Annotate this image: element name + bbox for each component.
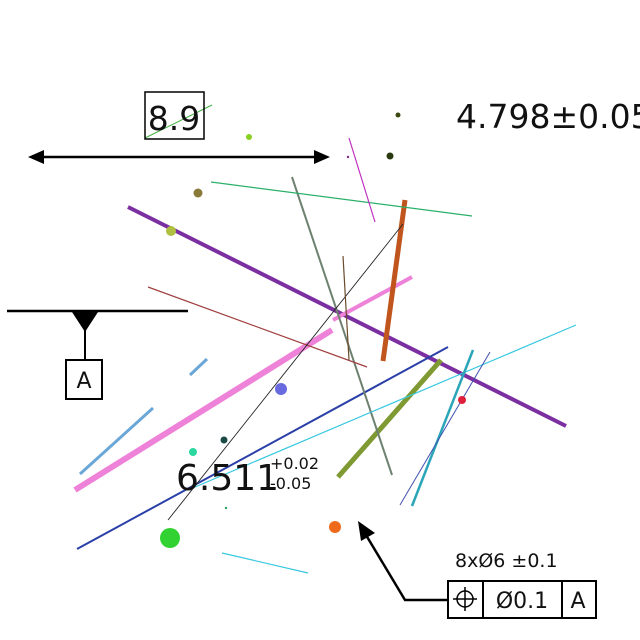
- dot-darkolive: [395, 112, 401, 118]
- dots: [160, 112, 466, 548]
- dot-green-large: [160, 528, 180, 548]
- segment-green-under-box: [144, 104, 213, 139]
- segment-teal: [410, 349, 475, 507]
- segment-pink-wide: [73, 327, 334, 493]
- line-segments: [73, 104, 577, 574]
- dot-brown: [193, 188, 203, 198]
- dot-orange: [329, 521, 341, 533]
- segment-cyan-bottom: [221, 552, 309, 574]
- segment-magenta: [348, 137, 376, 223]
- dot-darkteal: [220, 436, 228, 444]
- segment-orange: [380, 199, 408, 362]
- datum-triangle-icon: [72, 312, 98, 332]
- segment-dark-red: [147, 286, 368, 368]
- boxed-dimension-value: 8.9: [148, 99, 200, 138]
- segment-olive: [336, 358, 443, 479]
- tol-dimension-lower: -0.05: [270, 474, 311, 493]
- basic-dimension-box: [144, 91, 205, 140]
- segment-black-thin: [167, 223, 404, 521]
- datum-label: A: [76, 369, 91, 394]
- fcf-outer-box: [447, 580, 597, 619]
- dot-olive: [166, 226, 176, 236]
- arrowhead-right-icon: [314, 150, 330, 164]
- leader-arrowhead-icon: [358, 521, 375, 541]
- arrowhead-left-icon: [28, 150, 44, 164]
- feature-control-frame: Ø0.1 A: [447, 580, 597, 619]
- segment-lightblue-2: [188, 357, 209, 377]
- datum-feature-symbol: A: [7, 309, 188, 400]
- datum-box: [65, 359, 103, 400]
- fcf-datum: A: [570, 589, 585, 614]
- dot-red: [458, 396, 466, 404]
- segment-green-thin: [210, 181, 473, 217]
- boxed-dimension: 8.9: [28, 91, 330, 164]
- segment-blue-thin: [399, 351, 491, 506]
- tol-dimension-upper: +0.02: [270, 454, 319, 473]
- position-icon: [453, 587, 477, 611]
- segment-brown-short: [342, 255, 350, 361]
- segment-gray: [291, 176, 393, 476]
- hole-callout-group: 8xØ6 ±0.1: [358, 521, 558, 602]
- dot-tiny-purple: [346, 155, 350, 159]
- segment-navy: [76, 346, 449, 550]
- dot-mint: [189, 448, 197, 456]
- segment-cyan-long: [187, 324, 577, 491]
- dot-darkgreen: [386, 152, 394, 160]
- dot-lime: [246, 134, 252, 140]
- dot-tiny-green: [224, 506, 228, 510]
- dot-blue: [275, 383, 287, 395]
- hole-callout-text: 8xØ6 ±0.1: [455, 550, 558, 572]
- tol-dimension-nominal: 6.511: [176, 458, 279, 499]
- fcf-tolerance: Ø0.1: [496, 589, 548, 614]
- segment-lightblue-1: [78, 406, 155, 476]
- leader-line: [364, 534, 448, 602]
- toleranced-dimension: 6.511 +0.02 -0.05: [176, 454, 319, 499]
- plus-minus-dimension: 4.798±0.05: [456, 97, 640, 136]
